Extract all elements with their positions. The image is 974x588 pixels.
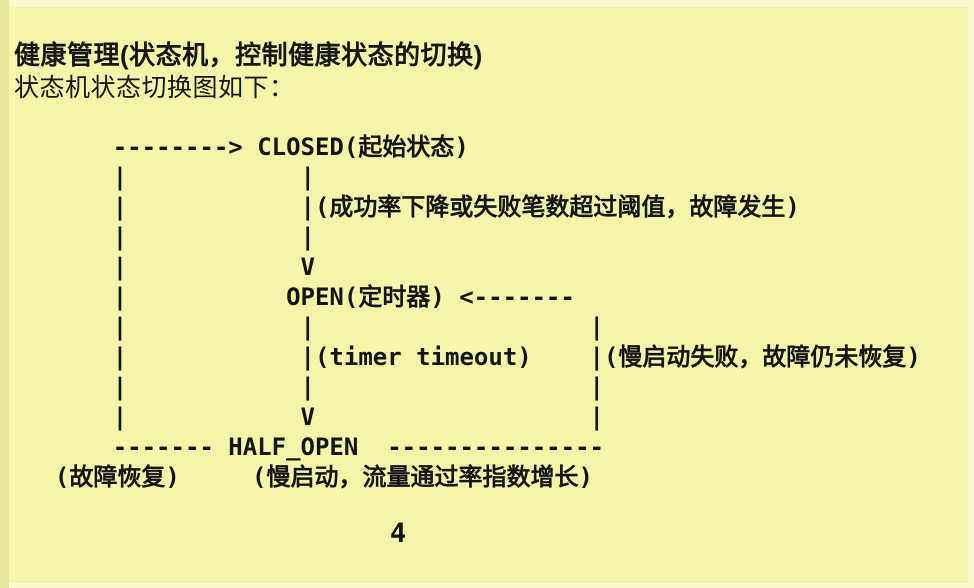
page-title: 健康管理(状态机，控制健康状态的切换) (14, 40, 483, 70)
state-machine-ascii-diagram: --------> CLOSED(起始状态) | | | |(成功率下降或失败笔… (54, 133, 921, 491)
header: 健康管理(状态机，控制健康状态的切换) 状态机状态切换图如下： (14, 38, 483, 104)
page-subtitle: 状态机状态切换图如下： (14, 74, 295, 102)
page-number: 4 (389, 518, 407, 549)
